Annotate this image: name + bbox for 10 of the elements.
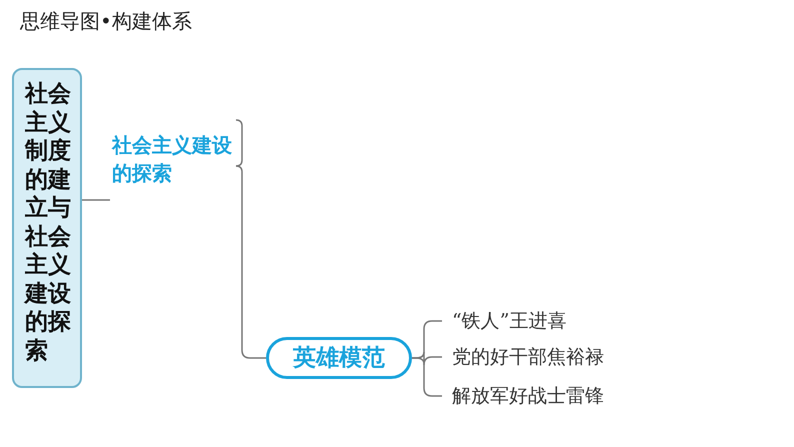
- topic-box: 社会主义制度的建立与社会主义建设的探索: [12, 68, 82, 388]
- leaf-text: 解放军好战士雷锋: [452, 381, 652, 411]
- connector-line: [236, 165, 266, 359]
- branch-label: 社会主义建设的探索: [110, 131, 238, 191]
- leaf-text: 党的好干部焦裕禄: [452, 342, 652, 372]
- connector-line: [412, 357, 442, 397]
- leaf-text: “铁人”王进喜: [452, 306, 632, 336]
- branch-pill: 英雄模范: [266, 337, 412, 379]
- title: 思维导图•构建体系: [20, 8, 192, 35]
- connector-line: [82, 199, 110, 201]
